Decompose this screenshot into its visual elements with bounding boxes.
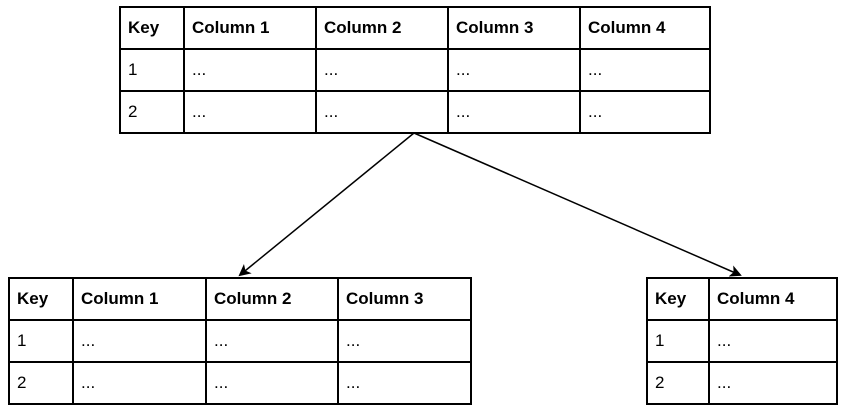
header-column-1: Column 1 <box>183 6 317 50</box>
table-row: 1 ... ... ... <box>8 319 472 363</box>
table-header-row: Key Column 1 Column 2 Column 3 <box>8 277 472 321</box>
header-key: Key <box>119 6 185 50</box>
header-column-3: Column 3 <box>447 6 581 50</box>
arrow-to-right-table <box>413 132 742 277</box>
header-key: Key <box>646 277 710 321</box>
split-table-right: Key Column 4 1 ... 2 ... <box>646 277 838 405</box>
header-column-4: Column 4 <box>708 277 838 321</box>
cell-key: 1 <box>119 48 185 92</box>
cell: ... <box>72 319 207 363</box>
header-key: Key <box>8 277 74 321</box>
cell: ... <box>205 361 339 405</box>
cell: ... <box>183 90 317 134</box>
cell-key: 2 <box>646 361 710 405</box>
header-column-4: Column 4 <box>579 6 711 50</box>
cell: ... <box>447 90 581 134</box>
cell: ... <box>183 48 317 92</box>
header-column-2: Column 2 <box>315 6 449 50</box>
header-column-1: Column 1 <box>72 277 207 321</box>
cell: ... <box>708 319 838 363</box>
cell-key: 1 <box>646 319 710 363</box>
table-header-row: Key Column 4 <box>646 277 838 321</box>
source-table: Key Column 1 Column 2 Column 3 Column 4 … <box>119 6 711 134</box>
cell: ... <box>315 90 449 134</box>
cell: ... <box>579 48 711 92</box>
table-row: 1 ... ... ... ... <box>119 48 711 92</box>
table-row: 2 ... ... ... <box>8 361 472 405</box>
cell-key: 1 <box>8 319 74 363</box>
table-row: 2 ... ... ... ... <box>119 90 711 134</box>
split-table-left: Key Column 1 Column 2 Column 3 1 ... ...… <box>8 277 472 405</box>
cell: ... <box>337 361 472 405</box>
cell-key: 2 <box>8 361 74 405</box>
cell: ... <box>72 361 207 405</box>
table-row: 1 ... <box>646 319 838 363</box>
cell: ... <box>315 48 449 92</box>
cell: ... <box>205 319 339 363</box>
table-row: 2 ... <box>646 361 838 405</box>
header-column-3: Column 3 <box>337 277 472 321</box>
cell: ... <box>447 48 581 92</box>
cell: ... <box>708 361 838 405</box>
cell: ... <box>337 319 472 363</box>
cell-key: 2 <box>119 90 185 134</box>
cell: ... <box>579 90 711 134</box>
arrow-to-left-table <box>238 132 415 277</box>
header-column-2: Column 2 <box>205 277 339 321</box>
table-header-row: Key Column 1 Column 2 Column 3 Column 4 <box>119 6 711 50</box>
